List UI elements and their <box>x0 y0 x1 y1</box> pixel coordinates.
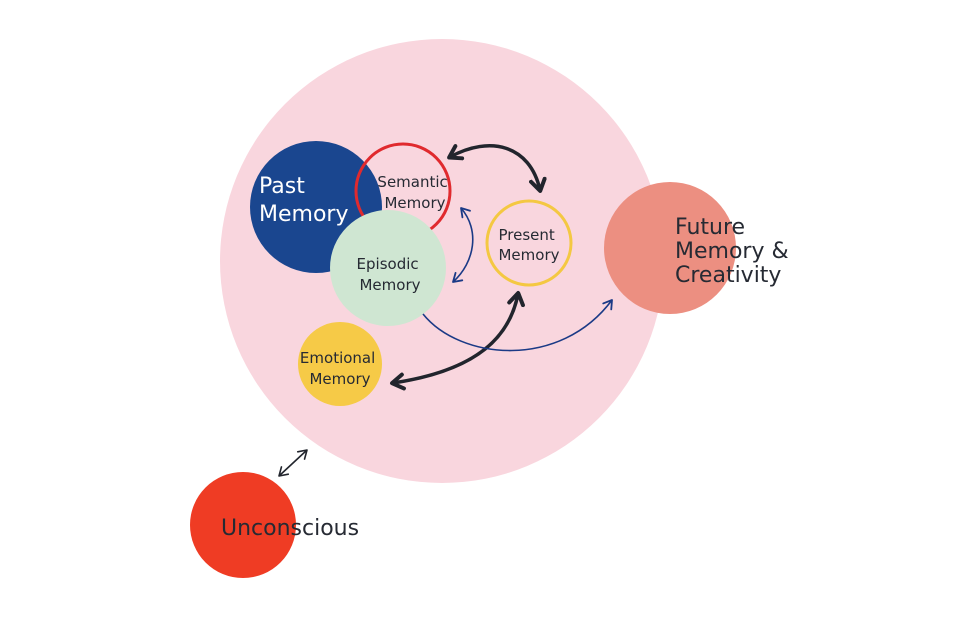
past-memory-label-line2: Memory <box>259 202 348 227</box>
unconscious-circle <box>190 472 296 578</box>
future-memory-label-line2: Memory & <box>675 239 789 264</box>
emotional-memory-circle <box>298 322 382 406</box>
present-memory-label-line2: Memory <box>498 246 559 264</box>
semantic-episodic-arrow <box>452 207 474 283</box>
episodic-memory-label-line2: Memory <box>359 276 420 294</box>
present-memory-label: Present Memory <box>498 226 559 264</box>
future-memory-label-line3: Creativity <box>675 263 781 288</box>
episodic-memory-label: Episodic Memory <box>357 255 424 294</box>
semantic-memory-label-line2: Memory <box>384 194 445 212</box>
present-memory-label-line1: Present <box>498 226 554 244</box>
unconscious-label: Unconscious <box>221 516 359 541</box>
past-memory-label-line1: Past <box>259 174 305 199</box>
future-memory-label: Future Memory & Creativity <box>675 215 796 288</box>
emotional-memory-label-line2: Memory <box>309 370 370 388</box>
semantic-memory-label-line1: Semantic <box>377 173 447 191</box>
episodic-future-arrow <box>422 299 613 352</box>
semantic-present-arrow <box>447 144 547 193</box>
episodic-memory-label-line1: Episodic <box>357 255 419 273</box>
future-memory-label-line1: Future <box>675 215 745 240</box>
emotional-memory-label-line1: Emotional <box>300 349 375 367</box>
semantic-memory-label: Semantic Memory <box>377 173 452 212</box>
future-memory-circle <box>604 182 736 314</box>
past-memory-label: Past Memory <box>259 174 348 227</box>
unconscious-link-arrow <box>278 449 308 477</box>
emotional-memory-label: Emotional Memory <box>300 349 380 388</box>
present-memory-circle <box>485 199 573 287</box>
